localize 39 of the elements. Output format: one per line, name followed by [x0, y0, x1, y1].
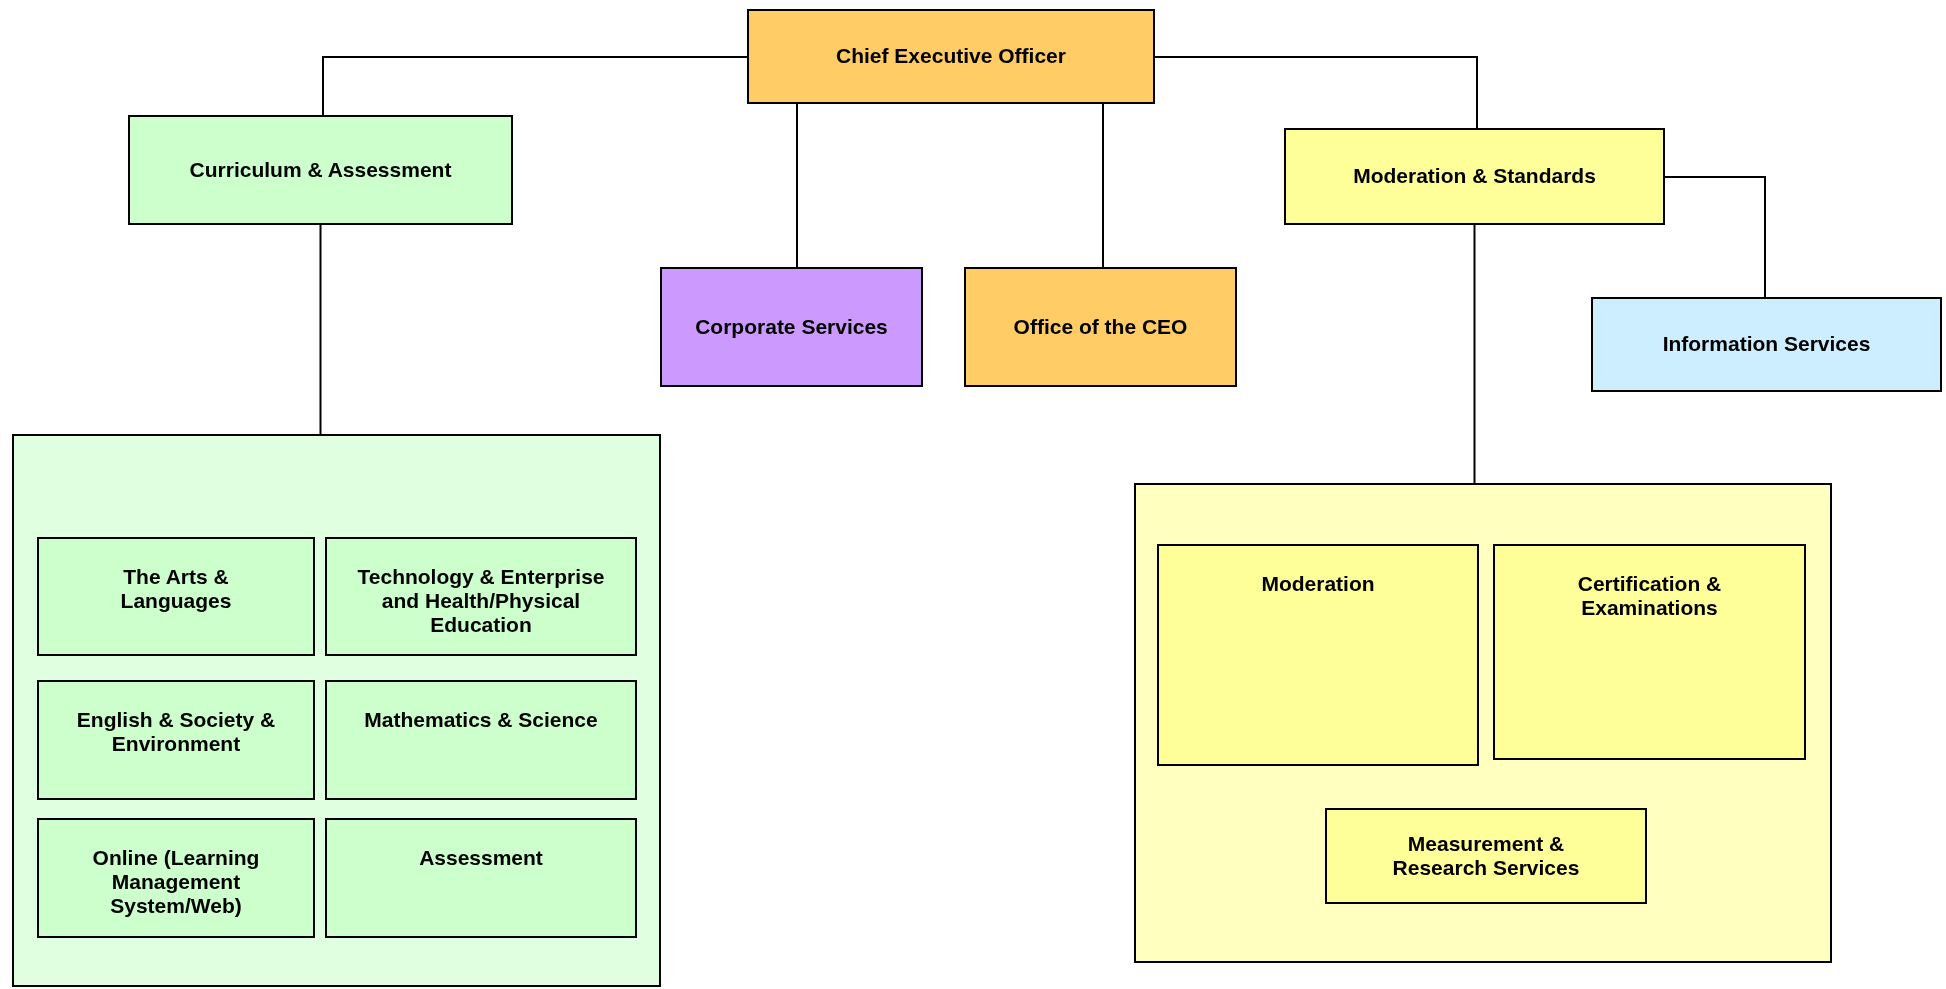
- unit-name: Measurement & Research Services: [1391, 831, 1581, 881]
- unit-box: [1493, 544, 1806, 760]
- group-panel: [1134, 483, 1832, 963]
- connector-line: [1664, 176, 1766, 298]
- unit-name: Information Services: [1661, 332, 1872, 357]
- connector-line: [322, 56, 748, 116]
- connector-line: [1154, 56, 1478, 129]
- connector-line: [1102, 103, 1104, 268]
- unit-name: Technology & Enterprise and Health/Physical Education: [356, 565, 606, 638]
- unit-name: Moderation & Standards: [1352, 164, 1597, 189]
- unit-box: [325, 818, 637, 938]
- unit-name: Curriculum & Assessment: [188, 157, 453, 183]
- unit-box: [325, 680, 637, 800]
- org-box: [747, 9, 1155, 104]
- org-box: [1591, 297, 1942, 392]
- unit-box: [37, 818, 315, 938]
- unit-name: Chief Executive Officer: [835, 44, 1067, 69]
- group-panel: [12, 434, 661, 987]
- org-box: [1284, 128, 1665, 225]
- unit-name: Mathematics & Science: [363, 708, 599, 733]
- connector-line: [1473, 224, 1476, 484]
- unit-box: [325, 537, 637, 656]
- unit-box: [1325, 808, 1647, 904]
- org-box: [660, 267, 923, 387]
- org-box: [964, 267, 1237, 387]
- org-box: [128, 115, 513, 225]
- unit-name: Office of the CEO: [1012, 314, 1189, 340]
- connector-line: [319, 224, 322, 435]
- unit-box: [37, 680, 315, 800]
- unit-box: [1157, 544, 1479, 766]
- unit-name: Certification & Examinations: [1576, 572, 1723, 621]
- unit-name: The Arts & Languages: [119, 565, 233, 614]
- unit-name: Moderation: [1260, 572, 1376, 597]
- connector-line: [796, 103, 798, 268]
- unit-name: Corporate Services: [694, 314, 889, 340]
- unit-name: Assessment: [418, 846, 544, 871]
- unit-box: [37, 537, 315, 656]
- unit-name: English & Society & Environment: [75, 708, 277, 757]
- unit-name: Online (Learning Management System/Web): [91, 846, 261, 919]
